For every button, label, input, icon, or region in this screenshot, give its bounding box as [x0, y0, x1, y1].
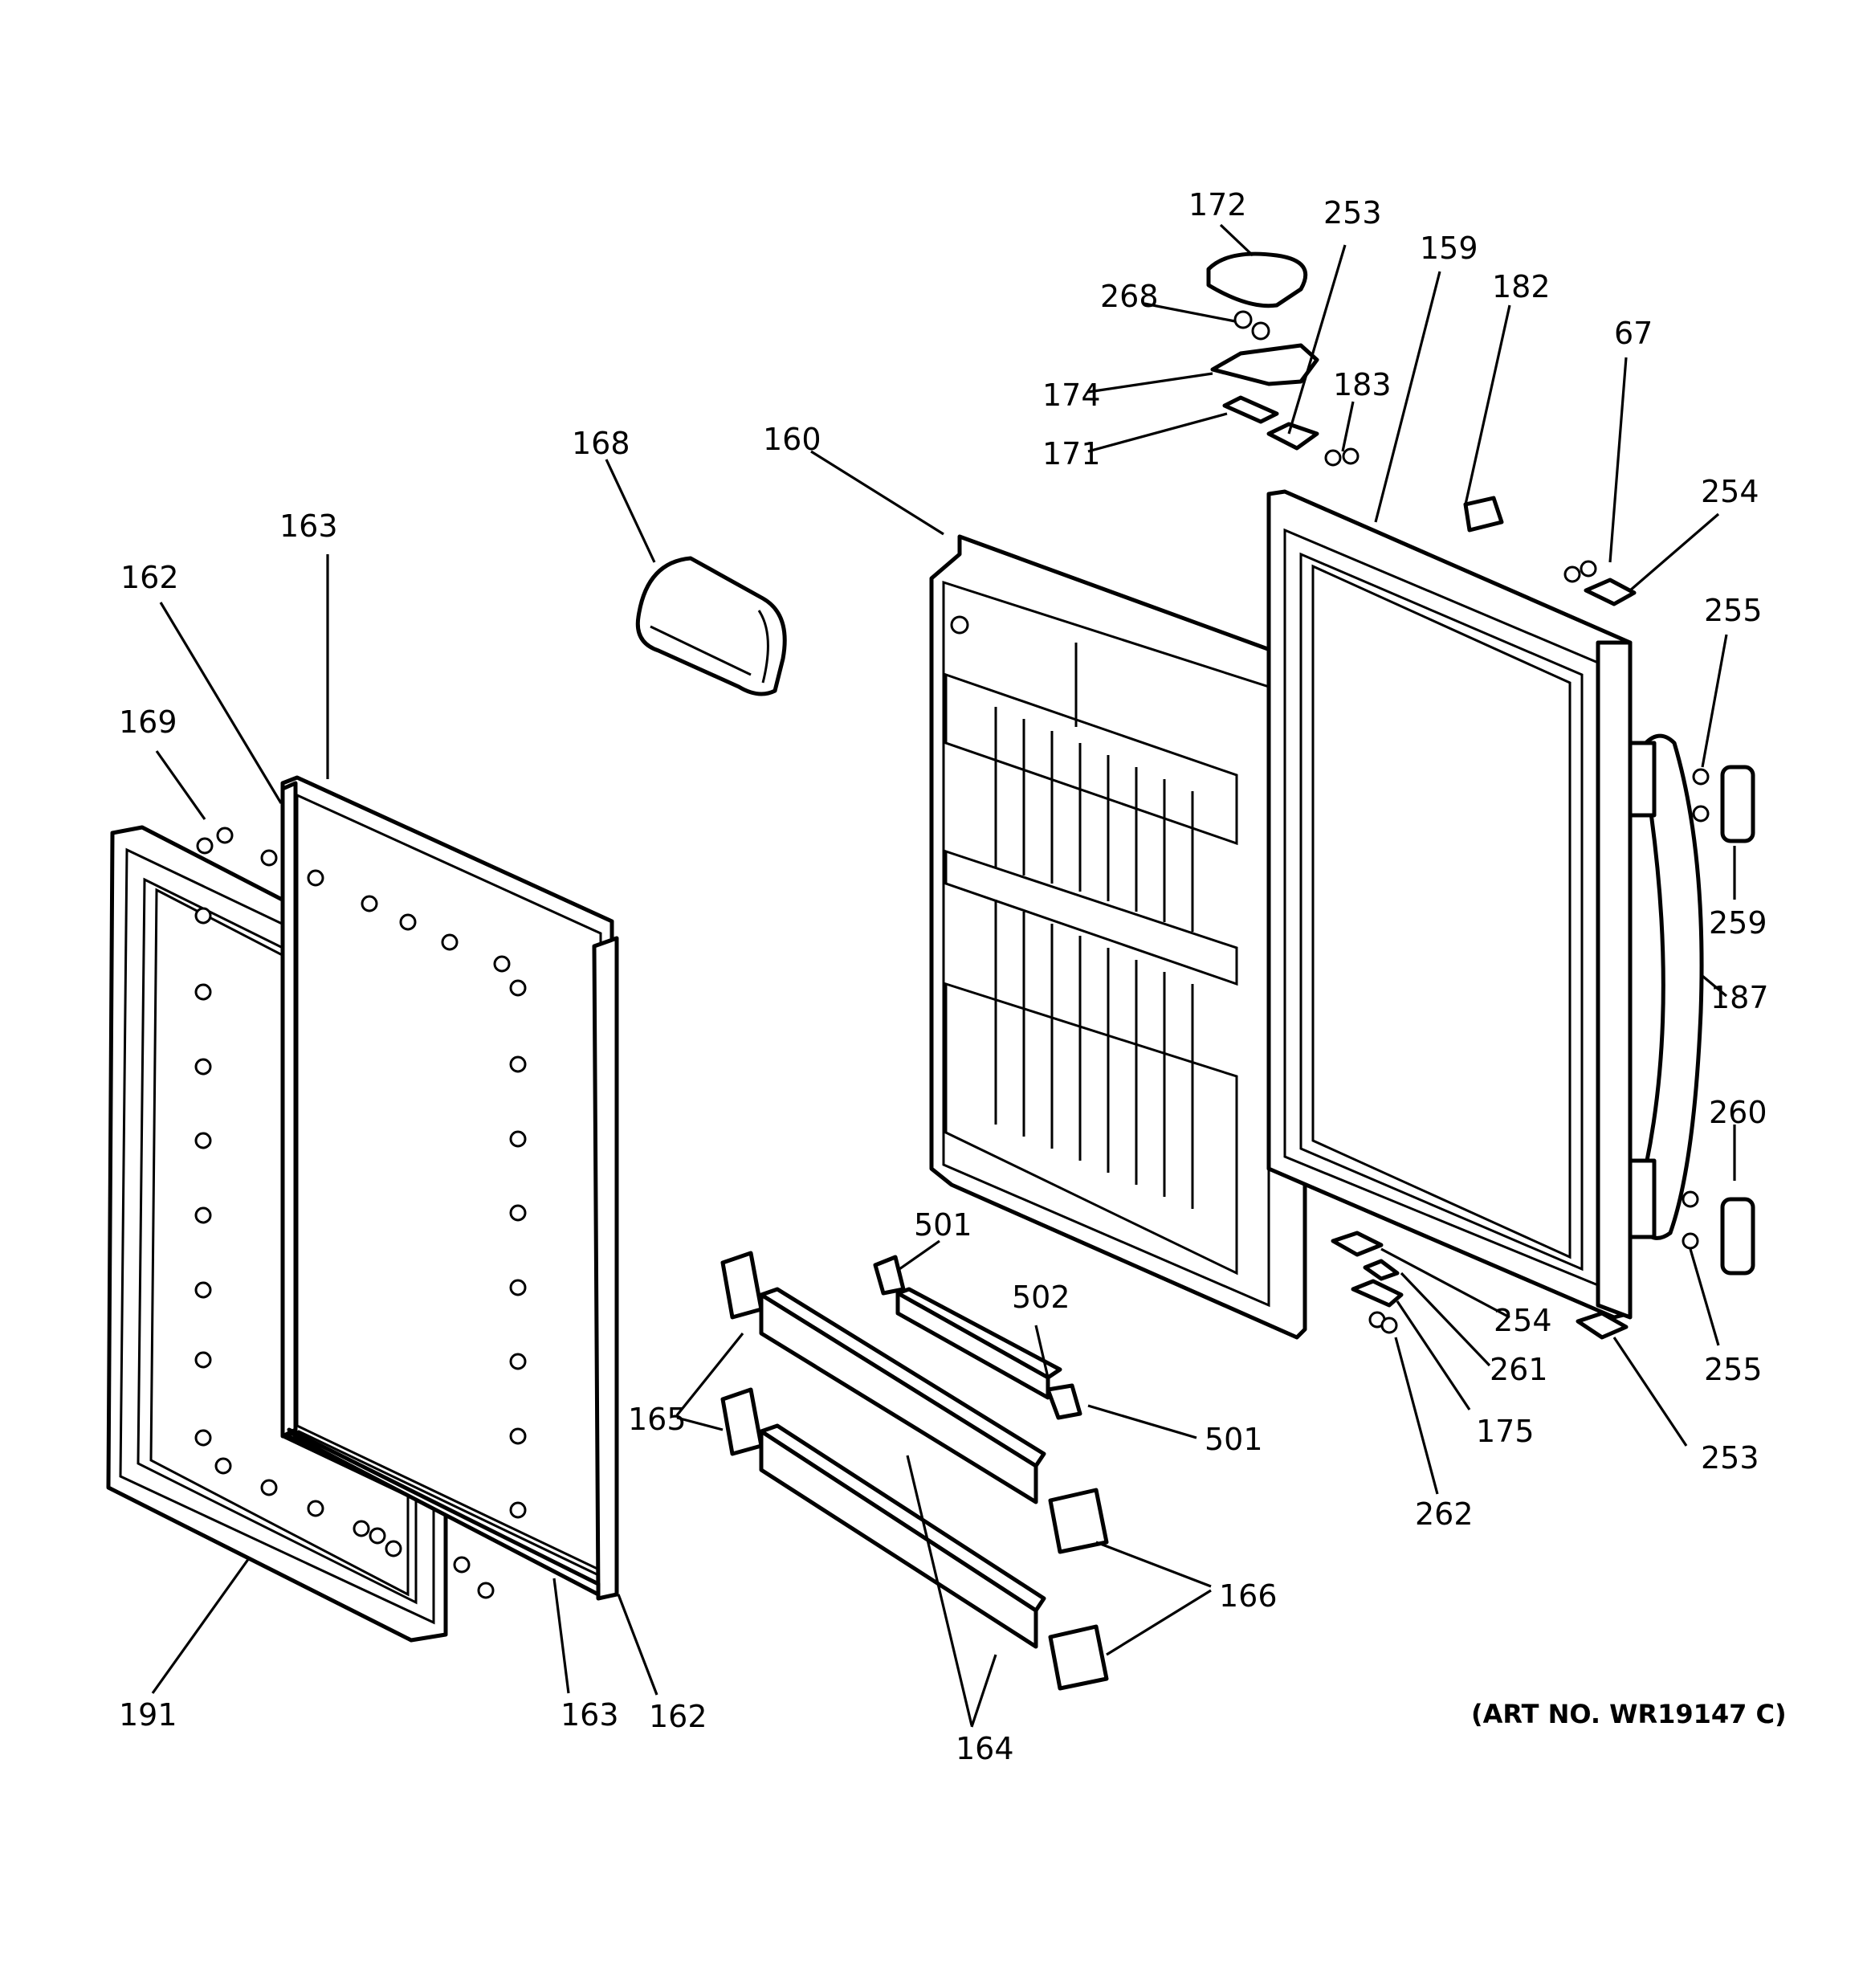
- shim-171: [1222, 395, 1279, 424]
- screws-169: [194, 827, 527, 1599]
- label-163-top: 163: [279, 508, 338, 544]
- label-166: 166: [1219, 1578, 1278, 1614]
- liner-ribs: [994, 707, 1194, 1209]
- handle-187: [1628, 733, 1704, 1240]
- bushing-254-top: [1584, 578, 1637, 606]
- shelf-bar-164-top: [759, 1287, 1046, 1504]
- screw-255-bottom-b: [1682, 1232, 1699, 1250]
- end-cap-501-left: [873, 1255, 906, 1296]
- label-164: 164: [956, 1731, 1014, 1766]
- label-172: 172: [1188, 187, 1247, 222]
- label-162-bottom: 162: [649, 1699, 707, 1734]
- label-253-top: 253: [1323, 195, 1382, 231]
- label-183: 183: [1333, 367, 1392, 402]
- label-501-bottom: 501: [1205, 1422, 1263, 1457]
- label-254-bottom: 254: [1494, 1303, 1552, 1338]
- label-253-bottom: 253: [1701, 1440, 1759, 1476]
- label-501-top: 501: [914, 1207, 972, 1243]
- hinge-174: [1210, 343, 1319, 386]
- label-255-bottom: 255: [1704, 1352, 1763, 1387]
- label-254-top: 254: [1701, 474, 1759, 509]
- label-175: 175: [1476, 1414, 1535, 1449]
- label-174: 174: [1042, 378, 1101, 413]
- label-262: 262: [1415, 1496, 1474, 1532]
- shelf-bar-164-bottom: [759, 1423, 1046, 1649]
- label-162-top: 162: [120, 560, 179, 595]
- label-259: 259: [1709, 905, 1767, 941]
- end-cap-165-top: [720, 1251, 764, 1320]
- screw-183-a: [1324, 449, 1342, 467]
- screw-255-top-b: [1692, 805, 1710, 823]
- screw-67-a: [1563, 565, 1581, 583]
- cap-259: [1720, 765, 1755, 843]
- label-168: 168: [572, 426, 630, 461]
- label-182: 182: [1492, 269, 1551, 304]
- label-191: 191: [119, 1697, 177, 1733]
- screw-268-a: [1233, 310, 1253, 329]
- door-shell-159: [1266, 489, 1633, 1320]
- label-159: 159: [1420, 231, 1478, 266]
- bushing-253-bottom: [1576, 1311, 1629, 1340]
- bushing-254-bottom: [1331, 1231, 1384, 1257]
- label-187: 187: [1710, 980, 1769, 1015]
- breaker-frame-162-163: [280, 775, 619, 1601]
- screw-67-b: [1580, 560, 1597, 578]
- shelf-bar-502: [895, 1287, 1062, 1400]
- cap-260: [1720, 1197, 1755, 1276]
- screw-255-bottom-a: [1682, 1190, 1699, 1208]
- hinge-175: [1351, 1279, 1404, 1308]
- screw-183-b: [1342, 447, 1360, 465]
- end-cap-166-top: [1048, 1488, 1109, 1554]
- cover-168: [635, 556, 787, 696]
- screw-268-b: [1251, 321, 1270, 341]
- art-number: (ART NO. WR19147 C): [1471, 1699, 1787, 1729]
- screw-255-top-a: [1692, 768, 1710, 786]
- label-255-top: 255: [1704, 593, 1763, 628]
- label-165: 165: [628, 1402, 687, 1437]
- door-liner-160: [929, 534, 1307, 1340]
- label-260: 260: [1709, 1095, 1767, 1130]
- label-171: 171: [1042, 436, 1101, 471]
- label-163-bottom: 163: [561, 1697, 619, 1733]
- label-502: 502: [1012, 1280, 1070, 1315]
- label-169: 169: [119, 704, 177, 740]
- end-cap-501-right: [1046, 1383, 1082, 1420]
- end-cap-166-bottom: [1048, 1624, 1109, 1691]
- bushing-253-top: [1266, 422, 1319, 451]
- hinge-cover-172: [1206, 251, 1308, 308]
- label-67: 67: [1614, 316, 1653, 351]
- callout-labels: 172 253 159 182 67 268 183 174 171 168 1…: [119, 187, 1787, 1766]
- washer-261: [1363, 1259, 1400, 1281]
- label-160: 160: [763, 422, 821, 457]
- screw-262-b: [1380, 1316, 1398, 1334]
- leader-lines: [151, 223, 1736, 1728]
- label-268: 268: [1100, 279, 1159, 314]
- plug-182: [1463, 496, 1504, 533]
- end-cap-165-bottom: [720, 1387, 764, 1456]
- label-261: 261: [1490, 1352, 1548, 1387]
